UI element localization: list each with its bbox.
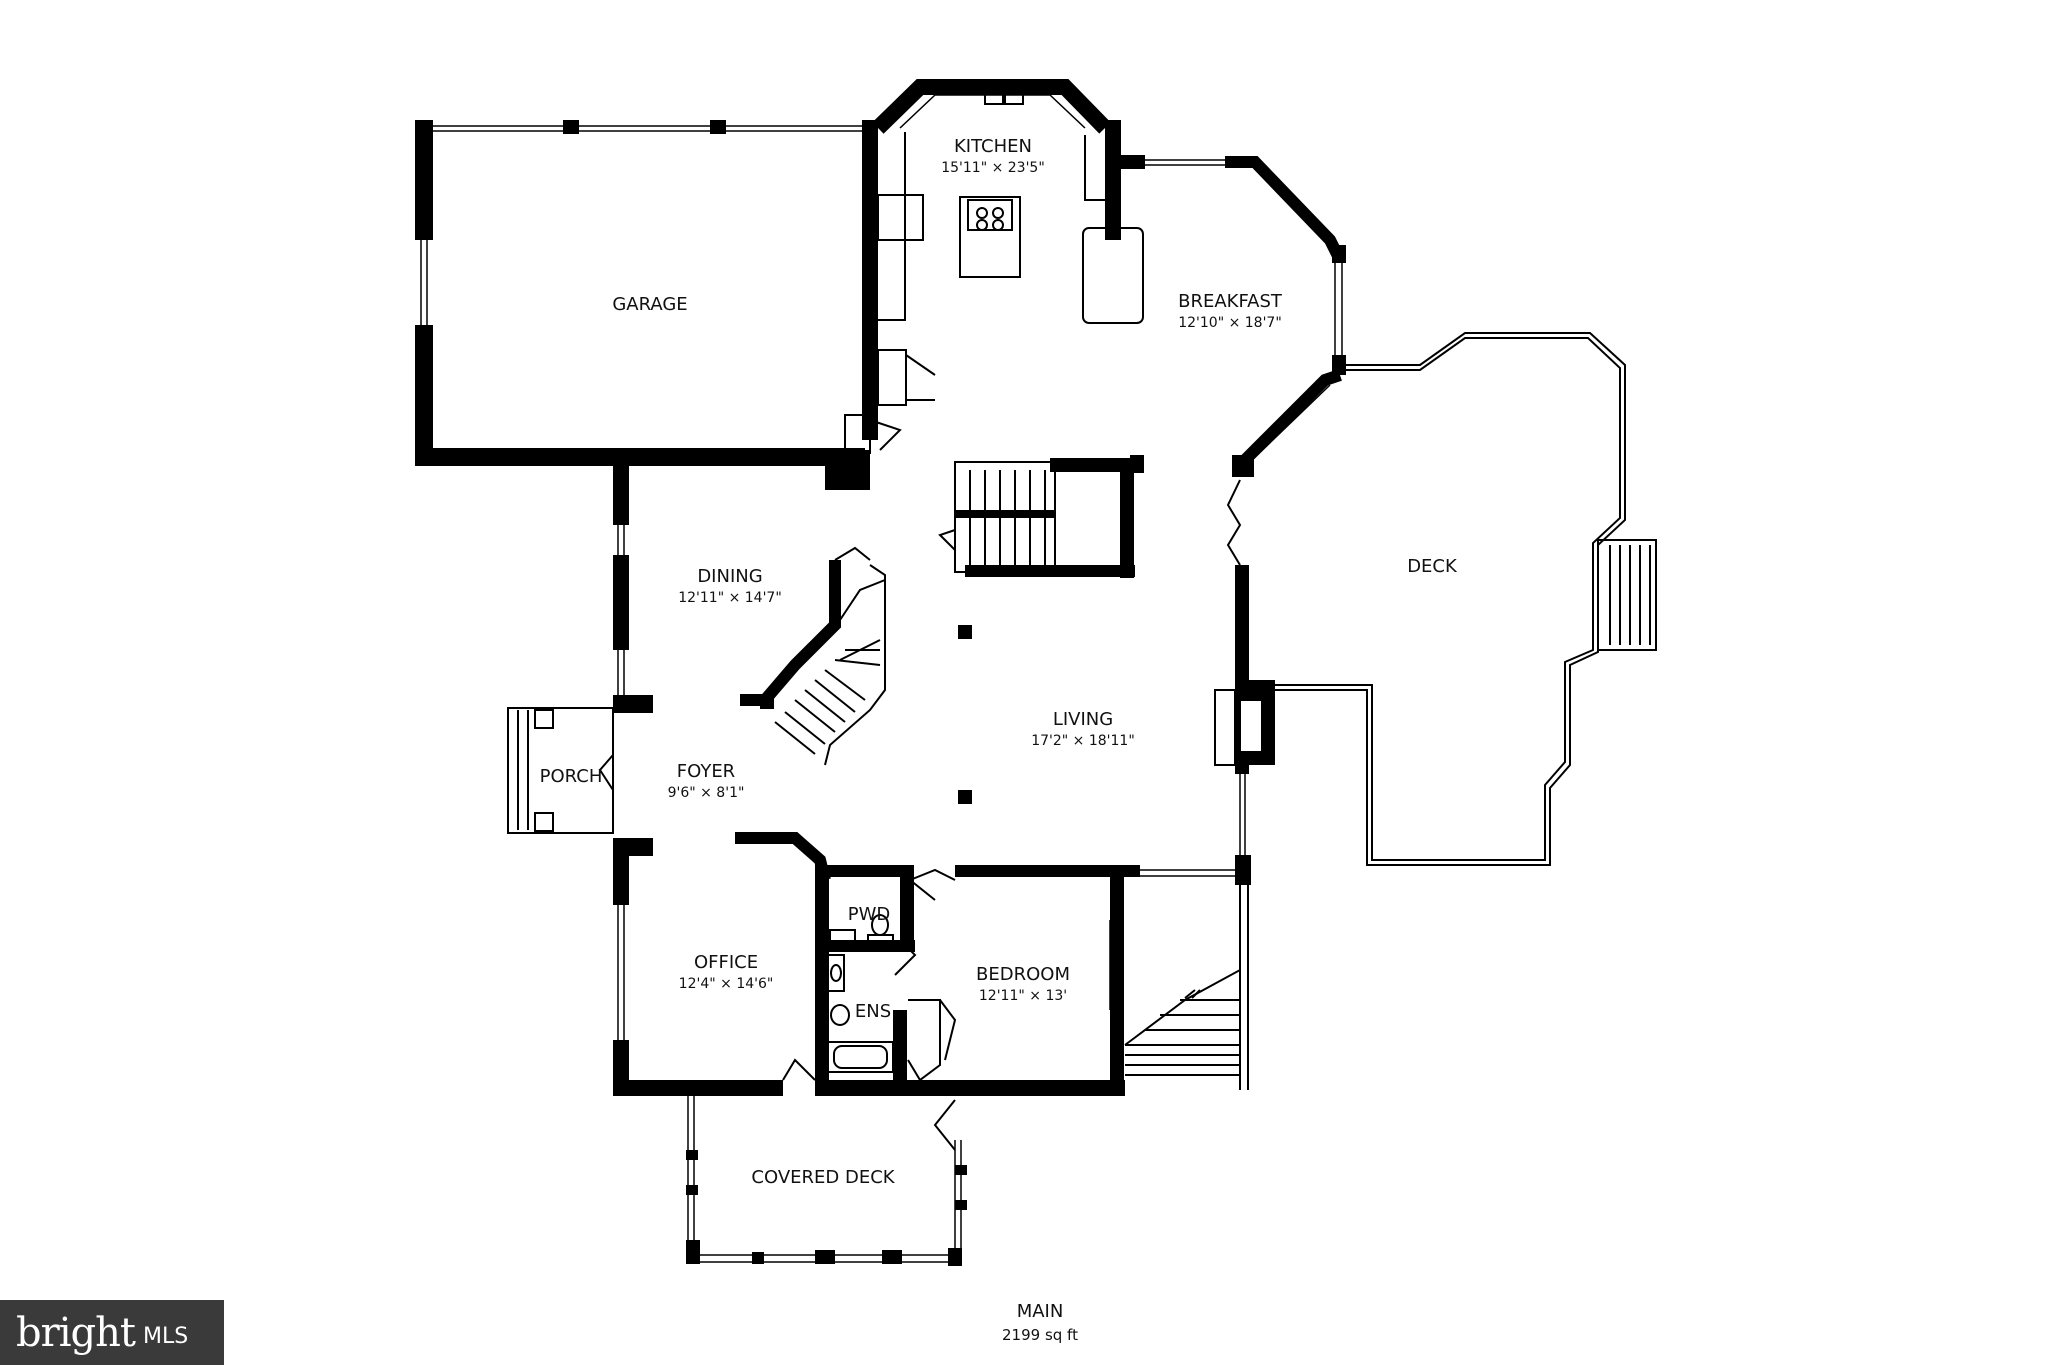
floor-area: 2199 sq ft — [1002, 1326, 1078, 1344]
living-walls — [938, 455, 1275, 885]
living-dimensions: 17'2" × 18'11" — [1031, 733, 1135, 749]
porch — [507, 707, 614, 834]
pwd-label: PWD — [848, 904, 891, 925]
foyer-label: FOYER — [677, 761, 735, 782]
breakfast-walls — [1225, 156, 1346, 477]
floor-name: MAIN — [1017, 1301, 1064, 1322]
garage-label: GARAGE — [612, 294, 687, 315]
kitchen-label: KITCHEN — [954, 136, 1032, 157]
kitchen-dimensions: 15'11" × 23'5" — [941, 160, 1045, 176]
watermark-suffix: MLS — [142, 1324, 189, 1349]
watermark-brand: bright — [16, 1309, 136, 1356]
foyer-dimensions: 9'6" × 8'1" — [668, 785, 745, 801]
dining-walls — [613, 465, 886, 856]
covered-deck-label: COVERED DECK — [751, 1167, 895, 1188]
office-dimensions: 12'4" × 14'6" — [679, 976, 774, 992]
porch-label: PORCH — [540, 766, 603, 787]
deck-outline — [1265, 332, 1657, 866]
breakfast-label: BREAKFAST — [1178, 291, 1283, 312]
office-label: OFFICE — [694, 952, 758, 973]
bedroom-dimensions: 12'11" × 13' — [979, 988, 1067, 1004]
covered-deck — [686, 1096, 967, 1266]
kitchen-walls — [844, 79, 1225, 454]
living-label: LIVING — [1053, 709, 1113, 730]
dining-label: DINING — [697, 566, 762, 587]
deck-label: DECK — [1407, 556, 1458, 577]
office-bath-bedroom-walls — [613, 832, 1249, 1096]
mls-watermark: bright MLS — [0, 1300, 224, 1365]
breakfast-dimensions: 12'10" × 18'7" — [1178, 315, 1282, 331]
dining-dimensions: 12'11" × 14'7" — [678, 590, 782, 606]
bedroom-label: BEDROOM — [976, 964, 1070, 985]
garage-walls — [415, 120, 878, 490]
ens-label: ENS — [855, 1001, 891, 1022]
